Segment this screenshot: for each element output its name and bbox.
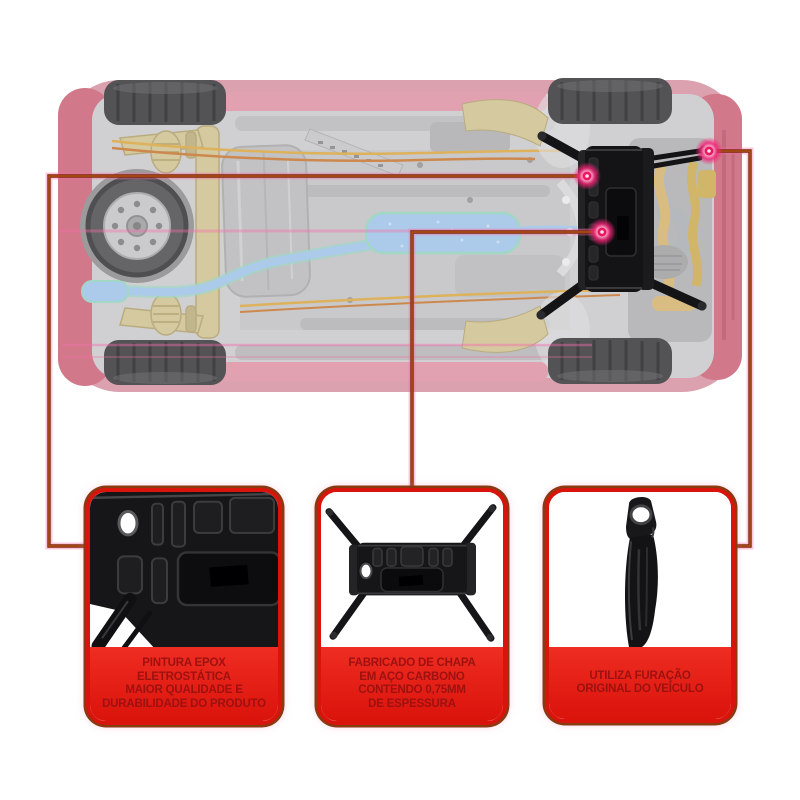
callout-card-mounting: UTILIZA FURAÇÃO ORIGINAL DO VEÍCULO [545, 488, 735, 723]
callout-line-mounting [709, 147, 754, 550]
mounting-leg-detail [549, 492, 731, 647]
feature-label-paint: PINTURA EPOX ELETROSTÁTICA MAIOR QUALIDA… [90, 647, 278, 721]
skid-plate-full-view [321, 492, 503, 647]
feature-label-mounting-text: UTILIZA FURAÇÃO ORIGINAL DO VEÍCULO [576, 669, 704, 696]
skid-plate-paint-closeup [90, 492, 278, 647]
feature-label-paint-text: PINTURA EPOX ELETROSTÁTICA MAIOR QUALIDA… [102, 657, 266, 710]
callout-dot-mounting [695, 137, 723, 165]
tire-rear-bottom [104, 340, 226, 385]
callout-line-material [408, 228, 602, 488]
tires [104, 78, 672, 385]
tire-front-bottom [548, 338, 672, 384]
callout-dot-paint [573, 162, 601, 190]
callout-card-paint: PINTURA EPOX ELETROSTÁTICA MAIOR QUALIDA… [86, 488, 282, 725]
callout-lines [45, 147, 754, 550]
tire-front-top [548, 78, 672, 124]
callout-dot-material [588, 218, 616, 246]
tire-rear-top [104, 80, 226, 125]
feature-label-mounting: UTILIZA FURAÇÃO ORIGINAL DO VEÍCULO [549, 647, 731, 719]
spare-wheel [80, 169, 194, 283]
callout-card-material: FABRICADO DE CHAPA EM AÇO CARBONO CONTEN… [317, 488, 507, 725]
callout-line-paint [45, 172, 587, 550]
feature-label-material: FABRICADO DE CHAPA EM AÇO CARBONO CONTEN… [321, 647, 503, 721]
feature-label-material-text: FABRICADO DE CHAPA EM AÇO CARBONO CONTEN… [348, 657, 476, 710]
callout-dots [573, 137, 723, 246]
